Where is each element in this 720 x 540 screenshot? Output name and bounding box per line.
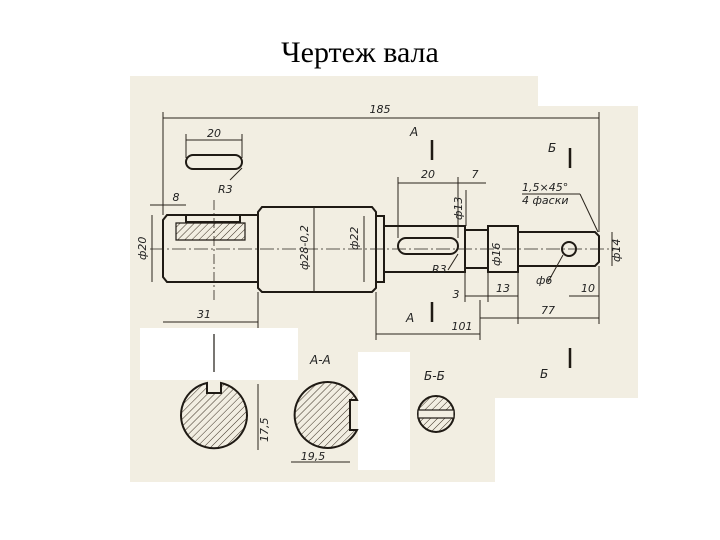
central-body <box>257 206 377 293</box>
keyway-slot <box>185 154 243 170</box>
cutout-white-2 <box>358 352 410 470</box>
dim-small-dia-13: ф13 <box>452 197 465 220</box>
keyway-top-view: 20 R3 <box>185 127 243 196</box>
cut-a-label-top: А <box>409 125 418 139</box>
section-a-a: А-А 19,5 <box>291 353 359 463</box>
right-keyway <box>397 237 459 255</box>
chamfer-leader <box>579 193 599 233</box>
radius-leader <box>229 167 243 181</box>
chamfer-spec: 1,5×45° <box>522 181 568 194</box>
dim-section-height: 17,5 <box>258 418 271 443</box>
dim-length-101: 101 <box>452 320 473 333</box>
section-bb-title: Б-Б <box>424 369 445 383</box>
dim-shoulder-diameter: ф28-0,2 <box>298 225 311 270</box>
cutout-white <box>140 328 298 380</box>
section-b-b: Б-Б <box>417 369 455 433</box>
radius-leader-right <box>447 253 459 271</box>
dim-dia-16: ф16 <box>490 243 503 266</box>
section-aa-circle <box>293 381 359 449</box>
dim-overall: 185 <box>162 103 600 232</box>
hole-leader <box>547 254 564 283</box>
dim-collar-diameter: ф22 <box>348 227 361 250</box>
dim-left-step-length: 31 <box>197 308 211 321</box>
cut-marks: А А Б Б <box>405 125 572 381</box>
chamfer-count: 4 фаски <box>522 194 568 207</box>
section-aa-title: А-А <box>309 353 331 367</box>
section-left-circle <box>180 381 248 450</box>
left-keyway-hatch <box>175 222 246 241</box>
dim-length-77: 77 <box>541 304 555 317</box>
dim-keyway-length: 20 <box>207 127 221 140</box>
dim-left-diameter: ф20 <box>136 237 149 260</box>
dim-dia-14: ф14 <box>610 239 623 262</box>
cut-b-label-top: Б <box>548 141 556 155</box>
section-bb-hole <box>417 409 455 419</box>
paper-sheet-top <box>130 76 538 108</box>
left-keyway-edge <box>185 215 241 223</box>
dim-right-keyway-offset: 7 <box>472 168 479 181</box>
dim-step-13: 13 <box>496 282 510 295</box>
dim-end-step: 8 <box>173 191 180 204</box>
dim-overall-length: 185 <box>370 103 391 116</box>
dim-right-keyway-radius: R3 <box>432 263 447 276</box>
dim-step-3: 3 <box>453 288 460 301</box>
section-left: 17,5 <box>180 334 271 450</box>
cut-b-label-bottom: Б <box>540 367 548 381</box>
shaft-main-view <box>150 200 620 300</box>
slide-title: Чертеж вала <box>281 36 439 69</box>
dim-section-width: 19,5 <box>301 450 326 463</box>
dim-step-10: 10 <box>581 282 595 295</box>
dim-right-keyway-length: 20 <box>421 168 435 181</box>
cut-a-label-bottom: А <box>405 311 414 325</box>
dim-keyway-radius: R3 <box>218 183 233 196</box>
dim-hole-dia: ф6 <box>536 274 552 287</box>
